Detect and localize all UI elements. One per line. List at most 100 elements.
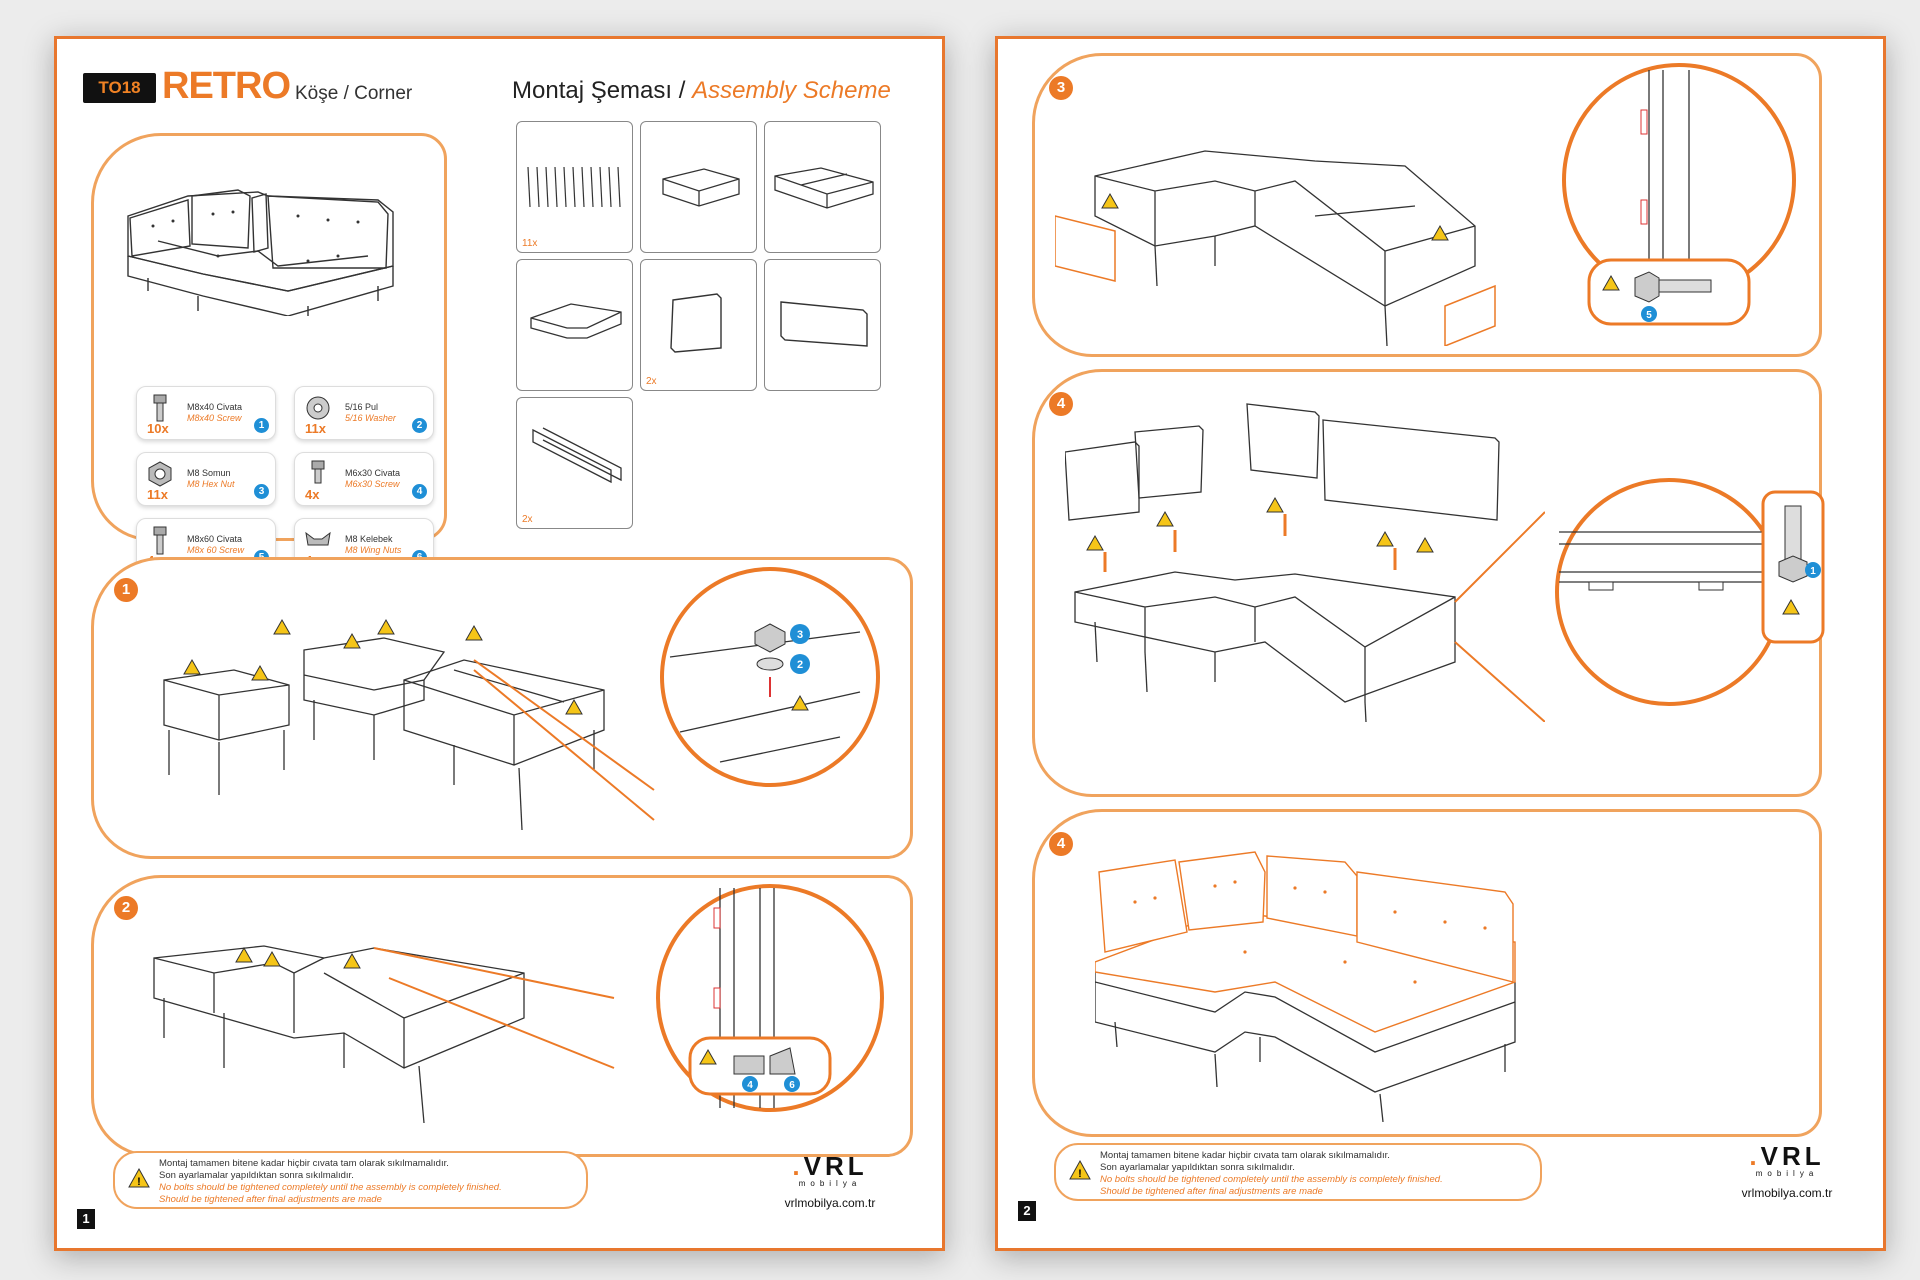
hardware-item-1: 10x M8x40 Civata M8x40 Screw 1 (136, 386, 276, 440)
hardware-name-tr: M6x30 Civata (345, 468, 401, 478)
page-number: 1 (77, 1209, 95, 1229)
step-1-illustration (163, 618, 655, 831)
hardware-qty: 4x (305, 487, 320, 502)
note-tr-1: Montaj tamamen bitene kadar hiçbir cıvat… (159, 1158, 449, 1169)
hardware-name-tr: M8x40 Civata (187, 402, 243, 412)
svg-text:!: ! (1078, 1168, 1082, 1180)
step-3-illustration (1055, 150, 1496, 346)
product-name: RETRO (162, 65, 291, 107)
step-2-detail-zoom: 4 6 (656, 884, 884, 1112)
note-en-2: Should be tightened after final adjustme… (1100, 1186, 1323, 1197)
part-tile-small-frame (640, 121, 757, 253)
logo-brand: VRL (1760, 1141, 1825, 1171)
detail-callout: 2 (797, 659, 803, 671)
bolt-icon (311, 460, 325, 484)
step-number-badge: 1 (114, 578, 138, 602)
bolt-icon (153, 394, 167, 422)
step-number-badge: 4 (1049, 392, 1073, 416)
side-panels-illustration (532, 427, 622, 484)
hardware-number-badge: 1 (254, 418, 269, 433)
step-number-badge: 4 (1049, 832, 1073, 856)
detail-callout: 6 (789, 1080, 795, 1091)
note-tr-1: Montaj tamamen bitene kadar hiçbir cıvat… (1100, 1150, 1390, 1161)
note-en-2: Should be tightened after final adjustme… (159, 1194, 382, 1205)
vrl-logo: .VRL mobilya vrlmobilya.com.tr (775, 1151, 885, 1210)
hardware-item-4: 4x M6x30 Civata M6x30 Screw 4 (294, 452, 434, 506)
hardware-qty: 11x (147, 487, 168, 502)
step-4-final-panel: 4 (1032, 809, 1822, 1137)
page-number: 2 (1018, 1201, 1036, 1221)
vrl-logo: .VRL mobilya vrlmobilya.com.tr (1732, 1141, 1842, 1200)
hardware-name-en: M8x 60 Screw (187, 545, 245, 555)
legs-illustration (527, 166, 621, 208)
note-tr-2: Son ayarlamalar yapıldıktan sonra sıkılm… (159, 1170, 354, 1181)
step-number-badge: 2 (114, 896, 138, 920)
part-tile-long-frame (764, 121, 881, 253)
scheme-title: Montaj Şeması / Assembly Scheme (512, 77, 891, 105)
tightening-note: ! Montaj tamamen bitene kadar hiçbir cıv… (1054, 1143, 1542, 1201)
part-qty: 11x (522, 238, 538, 249)
logo-url: vrlmobilya.com.tr (784, 1196, 876, 1210)
step-4-illustration (1065, 403, 1545, 722)
overview-panel: 10x M8x40 Civata M8x40 Screw 1 11x 5/16 … (91, 133, 447, 572)
warning-icon: ! (128, 1167, 150, 1188)
long-frame-illustration (774, 167, 874, 209)
scheme-title-tr: Montaj Şeması / (512, 77, 686, 104)
back-cushion-illustration (670, 293, 722, 353)
hardware-number-badge: 4 (412, 484, 427, 499)
corner-frame-illustration (530, 303, 622, 339)
sofa-overview-illustration (127, 189, 394, 316)
hex-nut-icon (148, 461, 172, 487)
svg-text:!: ! (137, 1176, 141, 1188)
detail-callout: 4 (747, 1080, 753, 1091)
step-1-panel: 1 3 (91, 557, 913, 859)
detail-callout: 1 (1810, 566, 1816, 577)
detail-callout: 3 (797, 629, 803, 641)
part-tile-side-panels: 2x (516, 397, 633, 529)
step-2-panel: 2 4 6 (91, 875, 913, 1157)
hardware-name-en: M8 Hex Nut (187, 479, 235, 489)
completed-sofa-illustration (1095, 851, 1516, 1122)
detail-callout: 5 (1646, 310, 1652, 321)
logo-brand: VRL (803, 1151, 868, 1181)
step-1-detail-zoom: 3 2 (660, 567, 880, 787)
small-frame-illustration (662, 168, 740, 207)
note-en-1: No bolts should be tightened completely … (159, 1182, 502, 1193)
hardware-qty: 10x (147, 421, 169, 436)
hardware-qty: 11x (305, 421, 326, 436)
logo-sub: mobilya (1755, 1169, 1819, 1178)
step-2-illustration (153, 945, 615, 1124)
part-tile-back-cushion: 2x (640, 259, 757, 391)
step-4-panel: 4 (1032, 369, 1825, 797)
step-4-detail-zoom: 1 (1555, 478, 1825, 706)
bolt-icon (153, 526, 167, 555)
product-code-badge: TO18 (83, 73, 156, 103)
hardware-item-2: 11x 5/16 Pul 5/16 Washer 2 (294, 386, 434, 440)
step-3-panel: 3 5 (1032, 53, 1822, 357)
part-tile-corner-frame (516, 259, 633, 391)
scheme-title-en: Assembly Scheme (692, 77, 891, 104)
logo-url: vrlmobilya.com.tr (1741, 1186, 1833, 1200)
note-tr-2: Son ayarlamalar yapıldıktan sonra sıkılm… (1100, 1162, 1295, 1173)
product-type: Köşe / Corner (295, 83, 413, 104)
logo-sub: mobilya (798, 1179, 862, 1188)
hardware-name-tr: M8 Somun (187, 468, 231, 478)
wing-nut-icon (305, 531, 331, 546)
hardware-name-en: M8 Wing Nuts (345, 545, 402, 555)
hardware-number-badge: 2 (412, 418, 427, 433)
part-qty: 2x (522, 514, 533, 525)
part-tile-long-cushion (764, 259, 881, 391)
part-tile-legs: 11x (516, 121, 633, 253)
hardware-name-tr: 5/16 Pul (345, 402, 379, 412)
hardware-number-badge: 3 (254, 484, 269, 499)
assembly-page-1: TO18 RETRO Köşe / Corner Montaj Şeması /… (54, 36, 945, 1251)
hardware-item-3: 11x M8 Somun M8 Hex Nut 3 (136, 452, 276, 506)
tightening-note: ! Montaj tamamen bitene kadar hiçbir cıv… (113, 1151, 588, 1209)
washer-icon (306, 396, 330, 420)
assembly-page-2: 3 5 (995, 36, 1886, 1251)
note-en-1: No bolts should be tightened completely … (1100, 1174, 1443, 1185)
hardware-name-tr: M8x60 Civata (187, 534, 243, 544)
warning-icon: ! (1069, 1159, 1091, 1180)
hardware-name-en: M6x30 Screw (345, 479, 400, 489)
hardware-name-en: 5/16 Washer (345, 413, 396, 423)
